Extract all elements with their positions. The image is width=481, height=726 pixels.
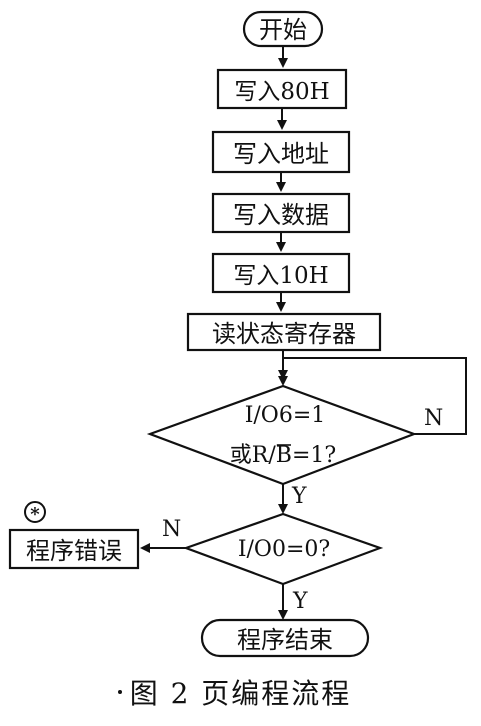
caption-dot [118,690,122,694]
ready-no-label: N [424,406,443,431]
ready-check-decision: I/O6=1 或R/B=1? [146,384,418,486]
ready-check-line2-overbar: B [276,443,292,468]
error-node: 程序错误 [8,528,140,570]
end-label: 程序结束 [237,626,333,654]
start-node: 开始 [242,10,324,48]
read-status-label: 读状态寄存器 [212,320,356,348]
error-label: 程序错误 [26,537,122,565]
result-no-label: N [162,517,181,542]
ready-check-line1: I/O6=1 [245,403,326,428]
result-check-label: I/O0=0? [238,537,330,562]
result-check-decision: I/O0=0? [182,512,384,586]
ready-check-line2: 或R/B=1? [230,443,336,468]
read-status-node: 读状态寄存器 [186,312,382,352]
write-cmd-node: 写入80H [216,68,348,110]
start-label: 开始 [259,16,307,44]
write-confirm-label: 写入10H [233,263,328,289]
write-cmd-label: 写入80H [234,79,329,105]
ready-yes-label: Y [291,484,307,509]
write-data-label: 写入数据 [233,201,329,229]
write-confirm-node: 写入10H [211,252,351,294]
write-addr-label: 写入地址 [233,140,329,168]
end-node: 程序结束 [200,618,370,658]
write-addr-node: 写入地址 [211,130,351,174]
ready-check-line2-suffix: =1? [292,443,336,468]
ready-check-line2-prefix: 或R/ [230,443,277,468]
footnote-marker-glyph: * [30,504,40,525]
write-data-node: 写入数据 [211,192,351,234]
result-yes-label: Y [292,589,308,614]
footnote-marker-icon: * [24,501,46,525]
figure-caption: 图 2 页编程流程 [129,677,352,710]
